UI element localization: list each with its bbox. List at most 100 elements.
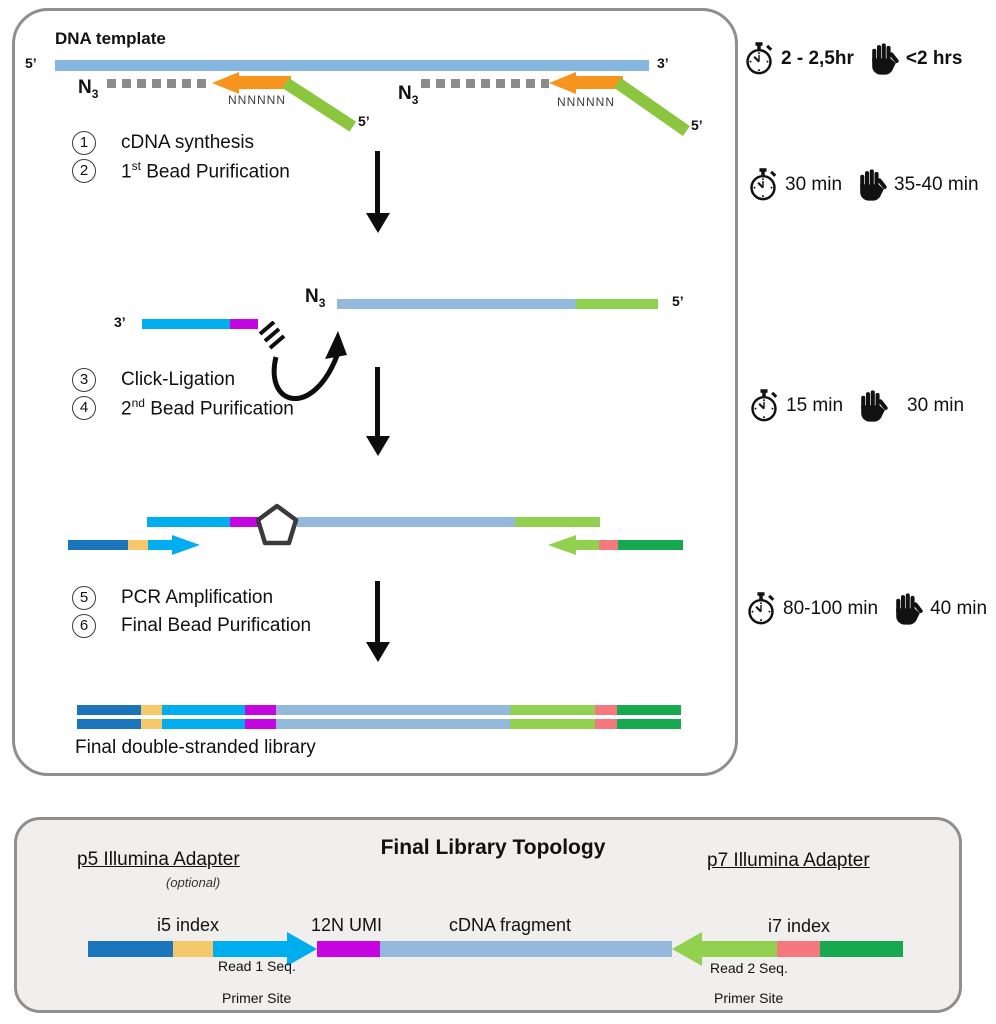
step-6: 6 Final Bead Purification xyxy=(72,614,311,638)
rev-primer-index xyxy=(599,540,618,550)
click-oligo-cyan xyxy=(142,319,230,329)
fwd-primer-p5 xyxy=(68,540,128,550)
random-hexamer-label-1: NNNNNN xyxy=(228,93,286,107)
stopwatch-icon xyxy=(744,42,774,76)
hand-icon xyxy=(858,389,888,423)
p7-adapter-label: p7 Illumina Adapter xyxy=(707,850,870,871)
segment-p5 xyxy=(77,705,141,715)
step-3-label: Click-Ligation xyxy=(121,369,236,390)
n3-base: N xyxy=(78,77,92,98)
hand-icon xyxy=(893,592,923,626)
rev-primer-p7 xyxy=(618,540,683,550)
timing-2-clock: 30 min xyxy=(785,174,843,195)
segment-i7 xyxy=(595,705,617,715)
segment-umi xyxy=(245,705,276,715)
step-6-number: 6 xyxy=(72,614,96,638)
n3-base: N xyxy=(398,83,412,104)
read2-arrowhead xyxy=(672,932,702,966)
step-1: 1 cDNA synthesis xyxy=(72,131,254,155)
rev-primer-body xyxy=(576,540,599,550)
click-reaction-curved-arrow xyxy=(271,331,347,401)
read1-seq-label: Read 1 Seq. xyxy=(218,958,296,974)
step-5-number: 5 xyxy=(72,586,96,610)
stopwatch-icon xyxy=(749,389,779,423)
stopwatch-icon xyxy=(748,168,778,202)
step-2: 2 1st Bead Purification xyxy=(72,159,290,184)
cdna-strand-body xyxy=(337,299,576,309)
step-3-number: 3 xyxy=(72,368,96,392)
template-3prime-label: 3’ xyxy=(657,55,669,71)
topology-p7-segment xyxy=(820,941,903,957)
final-library-strand-top xyxy=(77,705,681,715)
timing-3-clock: 15 min xyxy=(786,395,844,416)
stopwatch-icon xyxy=(746,592,776,626)
azide-n3-label-1: N3 xyxy=(78,77,98,101)
rt-primer-arrowhead-2 xyxy=(549,72,576,94)
read2-seq-label: Read 2 Seq. xyxy=(710,960,788,976)
rt-primer-body-2 xyxy=(576,76,623,89)
ligated-strand-cyan xyxy=(147,517,230,527)
step-4-pre: 2 xyxy=(121,398,132,420)
step-1-number: 1 xyxy=(72,131,96,155)
segment-cdna xyxy=(276,719,510,729)
step-5: 5 PCR Amplification xyxy=(72,586,273,610)
segment-read2 xyxy=(510,719,595,729)
flow-arrow-3 xyxy=(375,581,380,643)
timing-4-hand: 40 min xyxy=(930,598,988,619)
segment-i7 xyxy=(595,719,617,729)
n3-sub: 3 xyxy=(91,86,99,101)
template-switch-dashes-1 xyxy=(107,79,211,88)
timing-3-hand: 30 min xyxy=(907,395,965,416)
flow-arrow-2 xyxy=(375,367,380,437)
step-4-rest: Bead Purification xyxy=(144,398,294,420)
final-library-strand-bottom xyxy=(77,719,681,729)
i5-index-label: i5 index xyxy=(157,915,220,935)
primer2-5prime-label: 5’ xyxy=(691,117,703,133)
step-6-label: Final Bead Purification xyxy=(121,615,312,636)
topology-i7-segment xyxy=(777,941,820,957)
template-5prime-label: 5’ xyxy=(25,55,37,71)
n3-sub: 3 xyxy=(411,92,419,107)
step-2-pre: 1 xyxy=(121,161,132,183)
step-5-label: PCR Amplification xyxy=(121,587,274,608)
flow-arrow-1 xyxy=(375,151,380,214)
segment-read1 xyxy=(162,719,245,729)
fwd-primer-index xyxy=(128,540,148,550)
ligated-strand-umi xyxy=(230,517,258,527)
click-oligo-umi xyxy=(230,319,258,329)
random-hexamer-label-2: NNNNNN xyxy=(557,95,615,109)
segment-p7 xyxy=(617,719,681,729)
read1-arrowhead xyxy=(287,932,317,966)
topology-read1-body xyxy=(213,941,287,957)
segment-read1 xyxy=(162,705,245,715)
hand-icon xyxy=(869,42,899,76)
step-4-number: 4 xyxy=(72,396,96,421)
hand-icon xyxy=(857,168,887,202)
p5-optional-label: (optional) xyxy=(166,875,221,890)
rt-primer-arrowhead-1 xyxy=(212,72,239,94)
cdna-fragment-label: cDNA fragment xyxy=(449,915,572,935)
final-library-label: Final double-stranded library xyxy=(75,737,316,758)
i7-index-label: i7 index xyxy=(768,916,831,936)
n3-base: N xyxy=(305,286,319,307)
azide-n3-label-2: N3 xyxy=(398,83,418,107)
step-3: 3 Click-Ligation xyxy=(72,368,235,392)
fwd-primer-body xyxy=(148,540,172,550)
rt-primer-body-1 xyxy=(239,76,291,89)
topology-read2-body xyxy=(702,941,777,957)
segment-i5 xyxy=(141,719,162,729)
step-4-sup: nd xyxy=(131,396,145,410)
step-2-rest: Bead Purification xyxy=(140,161,290,183)
segment-i5 xyxy=(141,705,162,715)
oligo-3prime-label: 3’ xyxy=(114,314,126,330)
n3-sub: 3 xyxy=(318,295,326,310)
segment-p7 xyxy=(617,705,681,715)
triazole-pentagon-icon xyxy=(255,503,299,546)
topology-title: Final Library Topology xyxy=(380,836,606,859)
topology-i5-segment xyxy=(173,941,213,957)
segment-umi xyxy=(245,719,276,729)
primer1-5prime-label: 5’ xyxy=(358,113,370,129)
alkyne-triple-bond-icon xyxy=(258,321,286,350)
primer-site-right-label: Primer Site xyxy=(714,990,784,1006)
cdna-strand-adapter xyxy=(576,299,658,309)
